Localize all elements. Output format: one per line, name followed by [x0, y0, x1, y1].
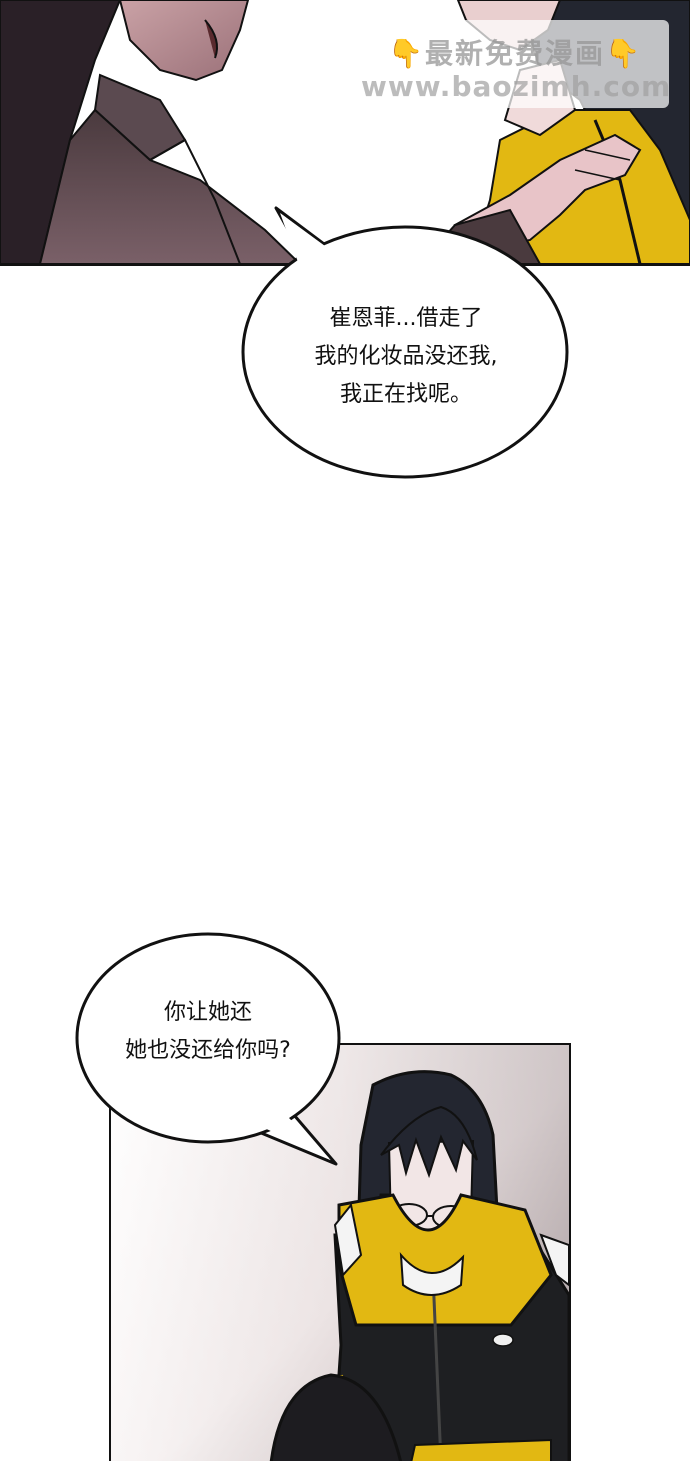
speech-line: 我正在找呢。: [339, 382, 472, 407]
speech-bubble-top: 崔恩菲...借走了 我的化妆品没还我, 我正在找呢。: [240, 205, 572, 485]
speech-bubble-bottom-shape: [75, 932, 341, 1166]
watermark-url: www.baozimh.com: [361, 70, 672, 103]
speech-line: 你让她还: [163, 1000, 252, 1025]
speech-bubble-top-text: 崔恩菲...借走了 我的化妆品没还我, 我正在找呢。: [240, 300, 572, 414]
speech-bubble-bottom-text: 你让她还 她也没还给你吗?: [74, 994, 342, 1070]
speech-line: 崔恩菲...借走了: [329, 306, 483, 331]
comic-panel-top: 👇最新免费漫画👇 www.baozimh.com: [0, 0, 690, 266]
speech-bubble-bottom: 你让她还 她也没还给你吗?: [74, 930, 342, 1170]
pointing-down-hand-icon: 👇: [605, 37, 642, 70]
speech-line: 我的化妆品没还我,: [314, 344, 498, 369]
speech-line: 她也没还给你吗?: [125, 1038, 291, 1063]
pointing-down-hand-icon: 👇: [388, 37, 425, 70]
watermark-title: 👇最新免费漫画👇: [388, 37, 642, 70]
watermark: 👇最新免费漫画👇 www.baozimh.com: [361, 20, 672, 108]
speech-bubble-top-shape: [241, 206, 569, 479]
